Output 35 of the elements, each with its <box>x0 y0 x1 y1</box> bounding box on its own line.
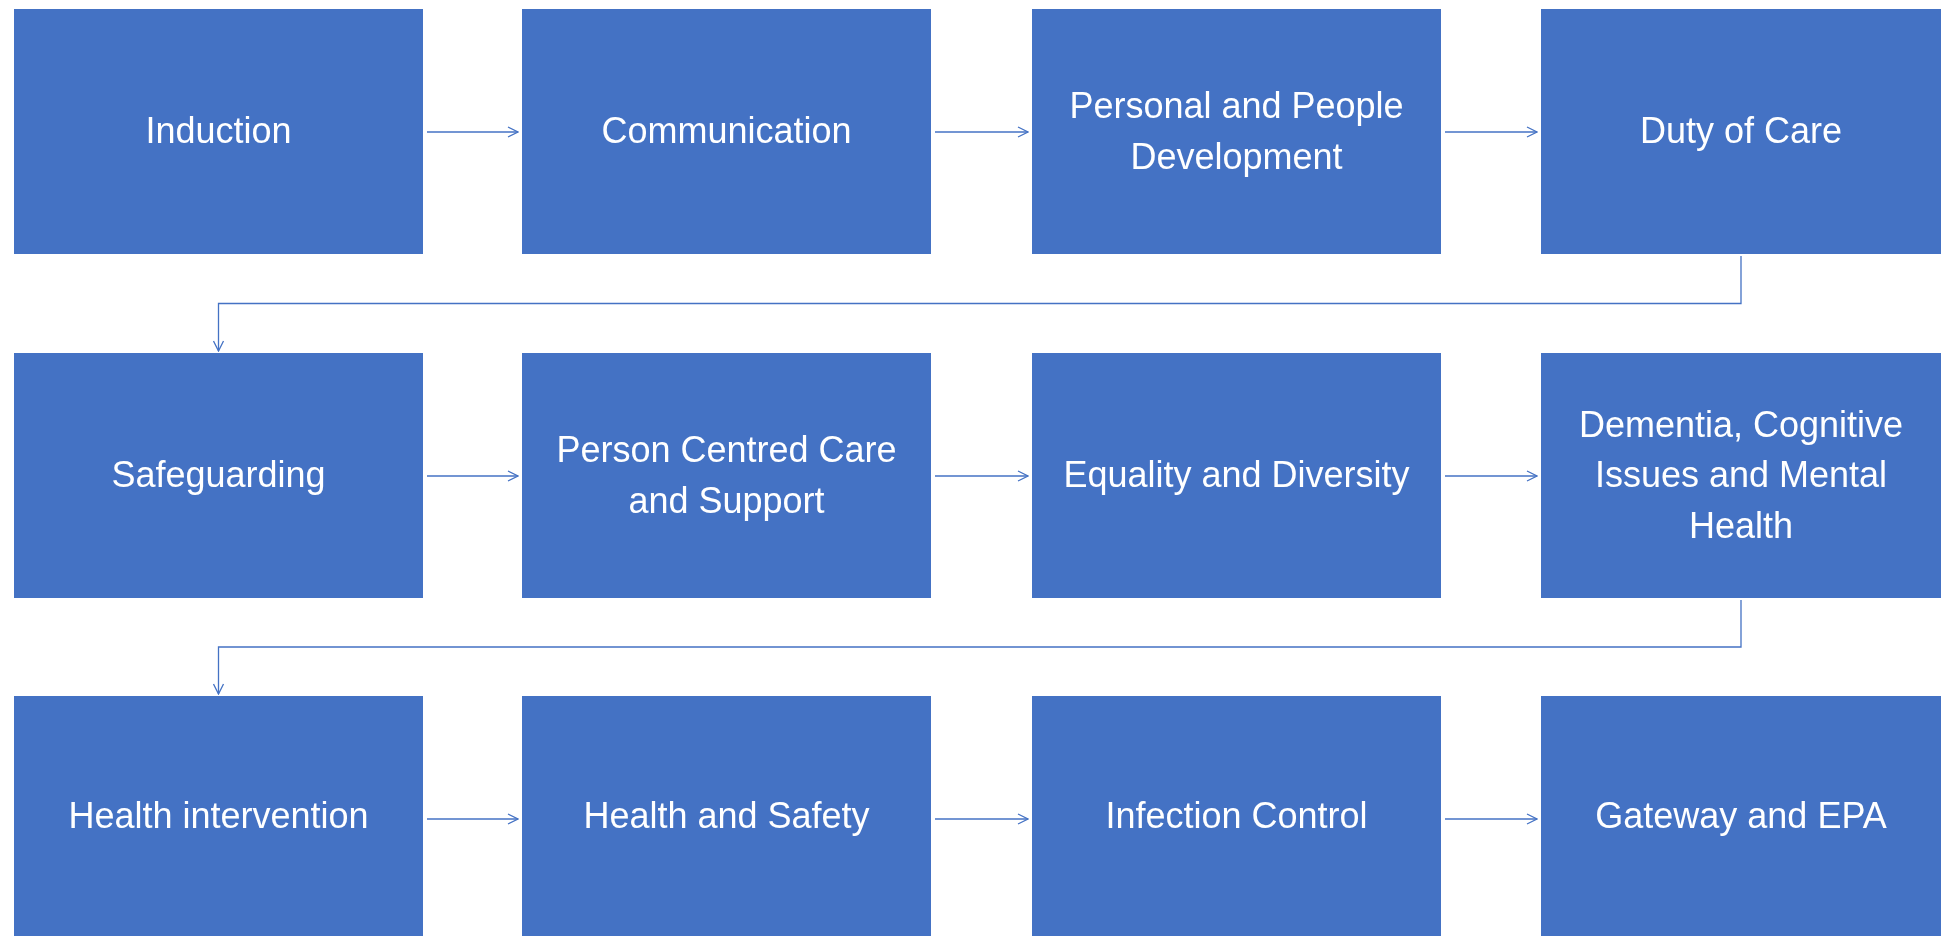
arrow <box>426 813 519 825</box>
process-box <box>522 353 931 598</box>
process-box <box>522 9 931 254</box>
process-box <box>1032 696 1441 936</box>
arrow <box>212 599 1742 695</box>
process-box <box>14 353 423 598</box>
process-box <box>14 9 423 254</box>
arrow <box>1444 470 1538 482</box>
process-box <box>1032 9 1441 254</box>
step-label: Equality and Diversity <box>1063 453 1410 498</box>
process-box <box>522 696 931 936</box>
arrow <box>426 126 519 138</box>
process-box <box>1032 353 1441 598</box>
arrow <box>1444 126 1538 138</box>
step-label: Infection Control <box>1105 793 1368 838</box>
step-label: Dementia, Cognitive Issues and Mental Health <box>1577 402 1905 548</box>
step-label: Safeguarding <box>111 453 326 498</box>
arrow <box>934 126 1029 138</box>
step-label: Gateway and EPA <box>1595 793 1887 838</box>
process-box <box>1541 9 1941 254</box>
step-label: Health intervention <box>68 793 369 838</box>
process-box <box>1541 696 1941 936</box>
process-box <box>14 696 423 936</box>
arrow <box>934 813 1029 825</box>
step-label: Duty of Care <box>1639 109 1843 154</box>
arrow <box>212 255 1742 352</box>
step-label: Communication <box>601 109 852 154</box>
arrow <box>934 470 1029 482</box>
step-label: Personal and People Development <box>1068 84 1405 179</box>
step-label: Person Centred Care and Support <box>555 428 898 523</box>
arrow <box>426 470 519 482</box>
arrow <box>1444 813 1538 825</box>
step-label: Health and Safety <box>583 793 870 838</box>
process-box <box>1541 353 1941 598</box>
step-label: Induction <box>145 109 292 154</box>
